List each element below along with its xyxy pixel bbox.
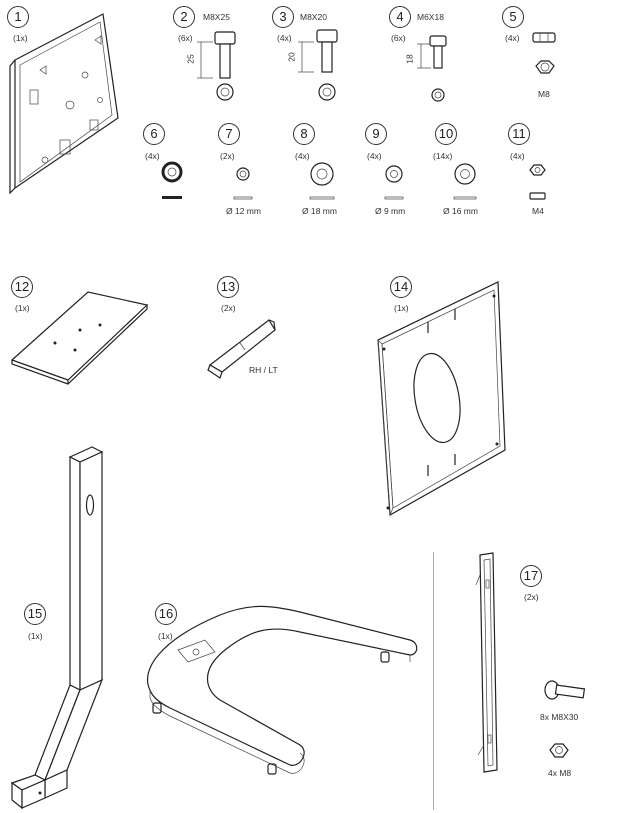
part-qty-2: (6x): [178, 33, 193, 43]
part-qty-14: (1x): [394, 303, 409, 313]
part-number-4: 4: [389, 6, 411, 28]
part-number-5: 5: [502, 6, 524, 28]
part-label-8: Ø 18 mm: [302, 206, 337, 216]
part-spec-2: M8X25: [203, 12, 230, 22]
part-number-14: 14: [390, 276, 412, 298]
part-number-12: 12: [11, 276, 33, 298]
part-number-8: 8: [293, 123, 315, 145]
part-label-9: Ø 9 mm: [375, 206, 406, 216]
part-number-1: 1: [7, 6, 29, 28]
part-qty-4: (6x): [391, 33, 406, 43]
section-divider: [433, 552, 434, 810]
part-17-nut-label: 4x M8: [548, 768, 572, 778]
part-label-10: Ø 16 mm: [443, 206, 478, 216]
part-qty-8: (4x): [295, 151, 310, 161]
part-number-13: 13: [217, 276, 239, 298]
part-label-7: Ø 12 mm: [226, 206, 261, 216]
part-number-10: 10: [435, 123, 457, 145]
part-qty-9: (4x): [367, 151, 382, 161]
part-17-bolt-label: 8x M8X30: [540, 712, 579, 722]
part-number-11: 11: [508, 123, 530, 145]
part-qty-3: (4x): [277, 33, 292, 43]
part-qty-1: (1x): [13, 33, 28, 43]
part-dim-3: 20: [286, 52, 297, 62]
part-number-2: 2: [173, 6, 195, 28]
part-number-6: 6: [143, 123, 165, 145]
part-qty-16: (1x): [158, 631, 173, 641]
part-label-5: M8: [538, 89, 550, 99]
part-number-9: 9: [365, 123, 387, 145]
part-number-17: 17: [520, 565, 542, 587]
part-qty-7: (2x): [220, 151, 235, 161]
part-qty-10: (14x): [433, 151, 453, 161]
part-number-16: 16: [155, 603, 177, 625]
part-label-13: RH / LT: [249, 365, 278, 375]
part-number-3: 3: [272, 6, 294, 28]
part-number-7: 7: [218, 123, 240, 145]
part-qty-11: (4x): [510, 151, 525, 161]
part-qty-5: (4x): [505, 33, 520, 43]
part-dim-2: 25: [185, 54, 196, 64]
part-qty-17: (2x): [524, 592, 539, 602]
part-dim-4: 18: [404, 54, 415, 64]
part-qty-13: (2x): [221, 303, 236, 313]
part-qty-15: (1x): [28, 631, 43, 641]
part-label-11: M4: [532, 206, 544, 216]
part-spec-3: M8X20: [300, 12, 327, 22]
part-qty-6: (4x): [145, 151, 160, 161]
part-qty-12: (1x): [15, 303, 30, 313]
part-spec-4: M6X18: [417, 12, 444, 22]
part-number-15: 15: [24, 603, 46, 625]
